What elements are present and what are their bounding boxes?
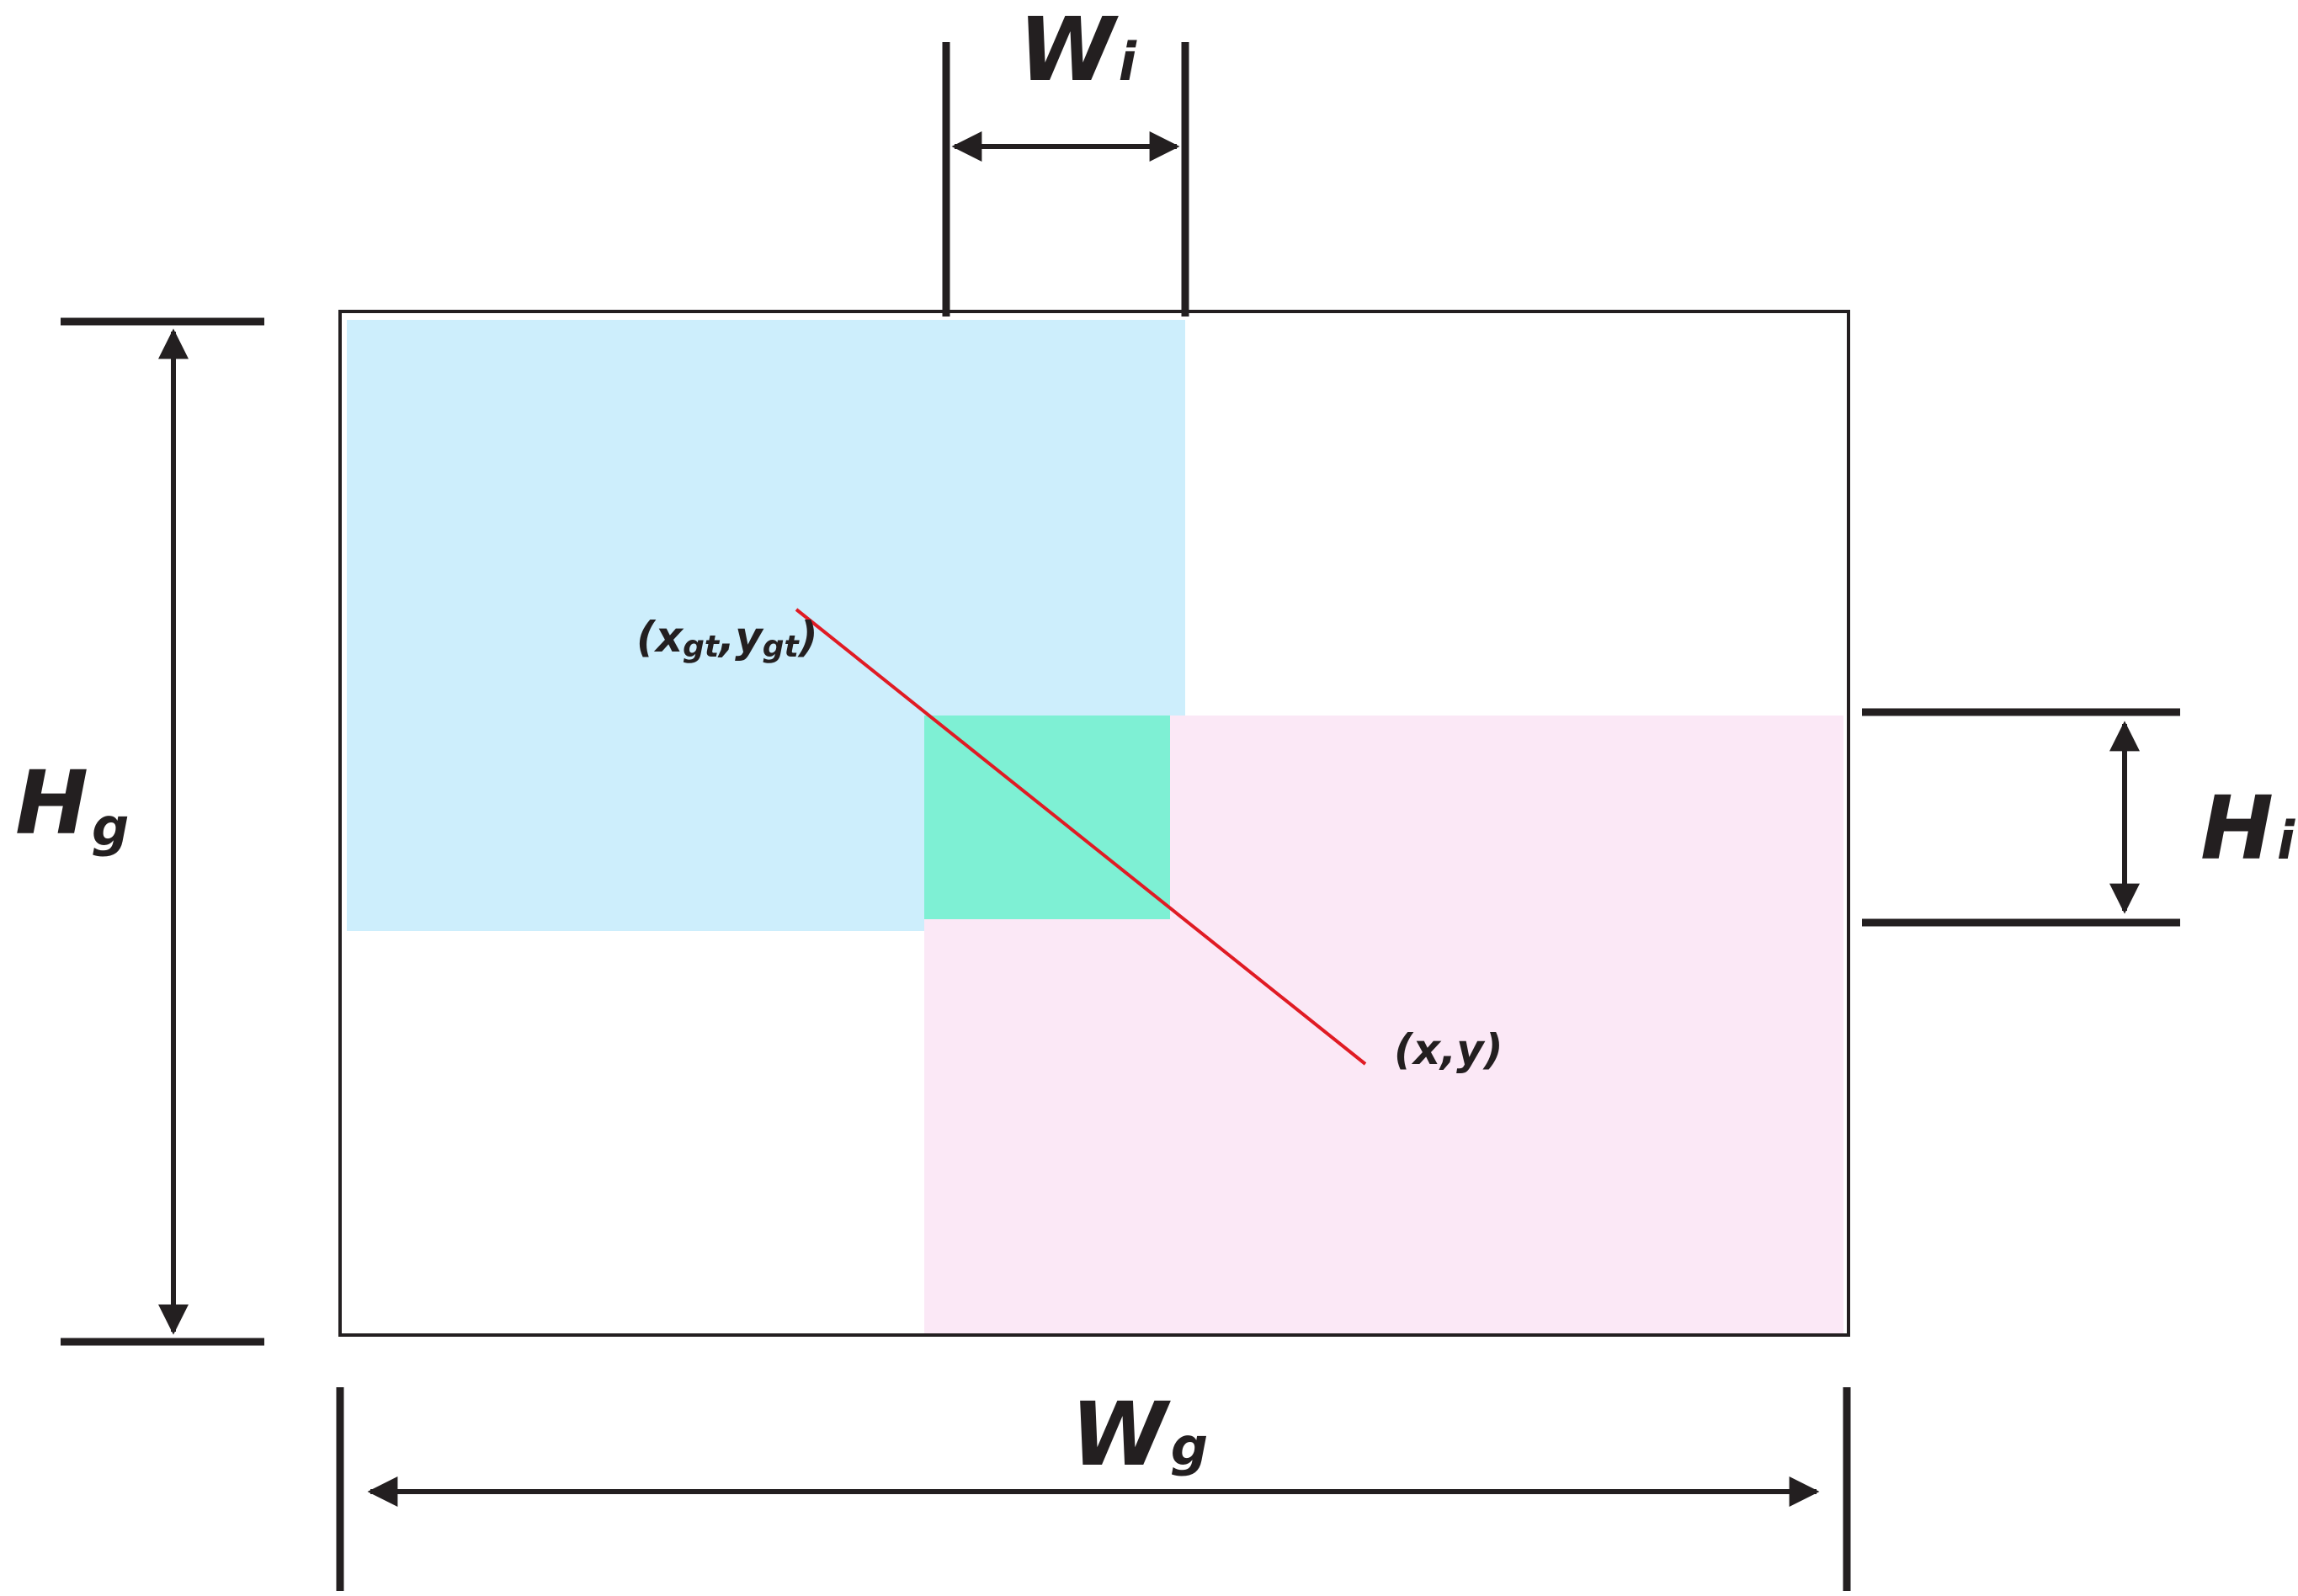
enclosing-box (338, 310, 1850, 1337)
wi-label: Wi (1019, 0, 1137, 101)
wi-dimension (942, 42, 1189, 317)
pred-center-label: (x,y) (1394, 1025, 1503, 1074)
wg-label: Wg (1071, 1383, 1208, 1486)
hi-dimension (1862, 708, 2180, 927)
intersection-region (924, 716, 1170, 919)
gt-center-label: (xgt,ygt) (636, 613, 818, 664)
hg-dimension (61, 317, 264, 1346)
hg-label: Hg (15, 752, 129, 858)
wg-dimension (336, 1387, 1851, 1591)
hi-label: Hi (2200, 777, 2295, 880)
center-distance-line (795, 608, 1367, 1066)
